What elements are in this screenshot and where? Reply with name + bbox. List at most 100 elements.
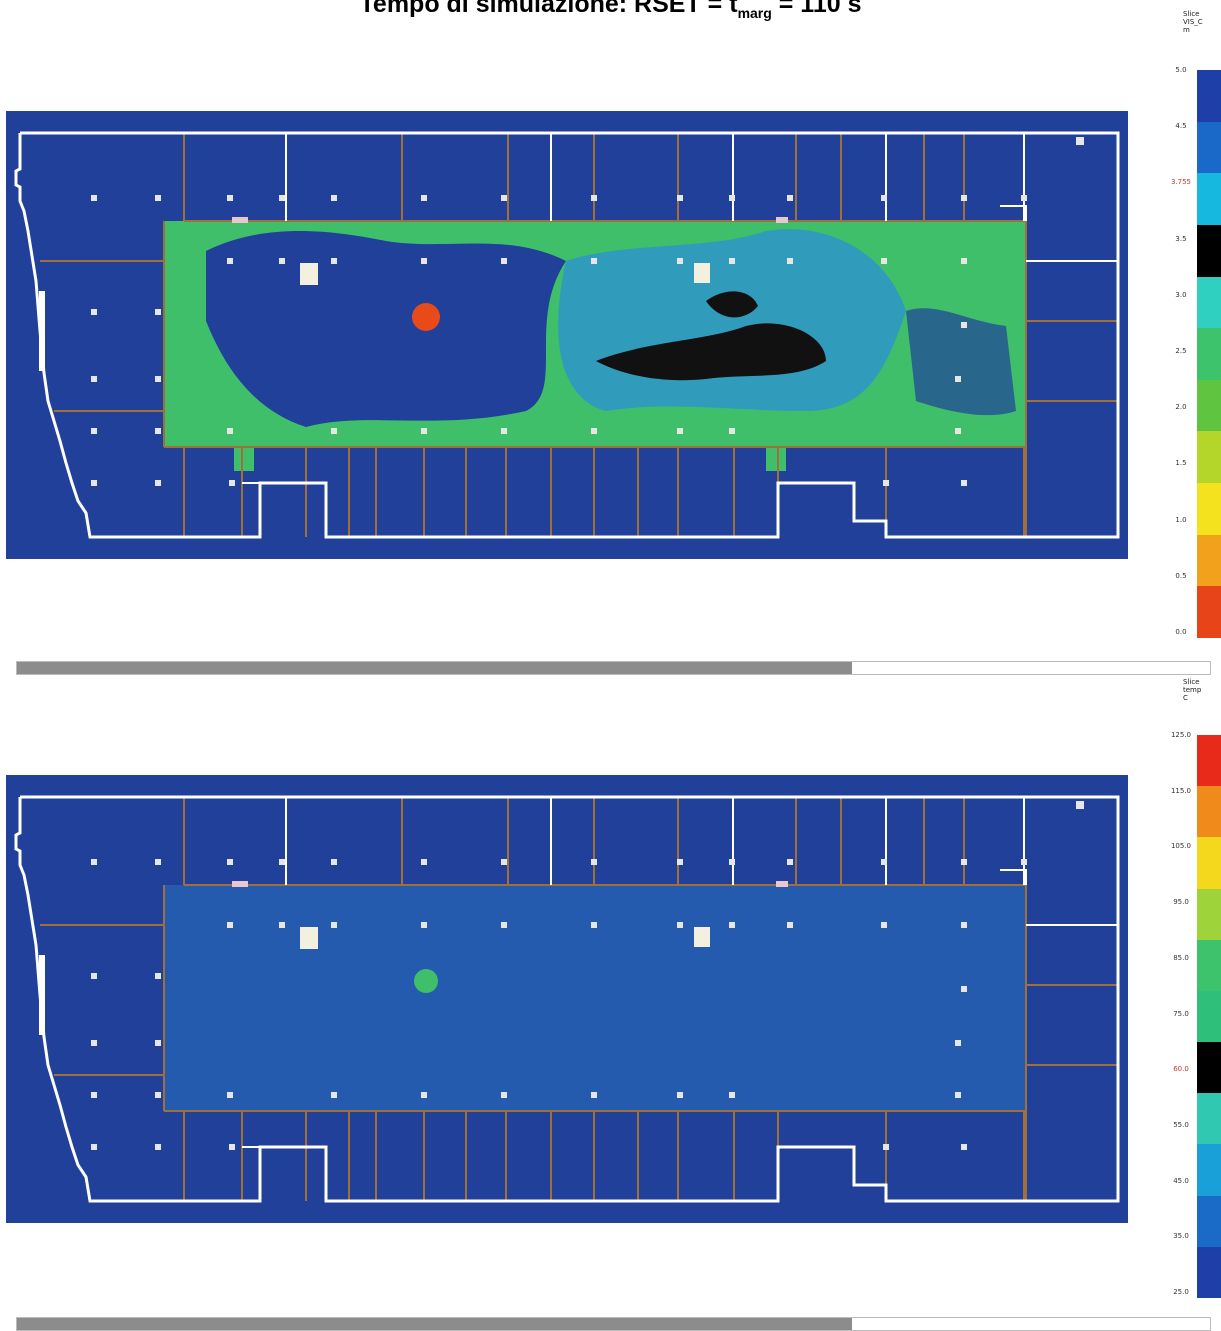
scrollbar-thumb[interactable] [17, 1318, 853, 1330]
column-marker [501, 859, 507, 865]
colorbar-segment [1197, 939, 1221, 992]
visibility-limit-contour [596, 323, 826, 381]
colorbar-segment [1197, 173, 1221, 226]
colorbar-segment [1197, 735, 1221, 788]
column-marker [279, 922, 285, 928]
shaft-marker [694, 263, 710, 283]
visibility-scrollbar[interactable] [16, 661, 1211, 675]
column-marker [227, 428, 233, 434]
warm-layer-zone [164, 885, 1026, 1111]
legend-tick-label: 75.0 [1173, 1009, 1189, 1018]
column-marker [591, 195, 597, 201]
column-marker [155, 309, 161, 315]
legend-tick-label: 115.0 [1170, 786, 1192, 795]
colorbar-segment [1197, 990, 1221, 1044]
legend-tick-label: 25.0 [1173, 1288, 1189, 1296]
colorbar-segment [1197, 431, 1221, 485]
column-marker [91, 973, 97, 979]
colorbar-segment [1197, 1144, 1221, 1197]
column-marker [91, 480, 97, 486]
column-marker [91, 428, 97, 434]
column-marker [591, 428, 597, 434]
colorbar-segment [1197, 276, 1221, 330]
legend-tick-label: 2.0 [1175, 403, 1187, 412]
column-marker [883, 1144, 889, 1150]
column-marker [881, 859, 887, 865]
column-marker [677, 859, 683, 865]
vent-marker [232, 881, 248, 887]
column-marker [331, 195, 337, 201]
legend-tick-label: 55.0 [1173, 1120, 1189, 1129]
column-marker [279, 859, 285, 865]
column-marker [501, 922, 507, 928]
column-marker [421, 195, 427, 201]
legend-tick-label: 1.0 [1175, 515, 1187, 524]
column-marker [229, 1144, 235, 1150]
smoke-zone-cool [558, 229, 906, 411]
legend-header-line: C [1183, 694, 1188, 702]
column-marker [961, 859, 967, 865]
column-marker [881, 922, 887, 928]
column-marker [421, 1092, 427, 1098]
column-marker [955, 428, 961, 434]
column-marker [787, 195, 793, 201]
legend-header-line: VIS_C [1183, 18, 1203, 26]
column-marker [91, 1040, 97, 1046]
colorbar-segment [1197, 786, 1221, 839]
fire-source [412, 303, 440, 331]
legend-tick-label: 4.5 [1175, 122, 1187, 131]
column-marker [729, 859, 735, 865]
column-marker [591, 1092, 597, 1098]
column-marker [331, 922, 337, 928]
legend-tick-label: 3.755 [1170, 178, 1192, 187]
scrollbar-thumb[interactable] [17, 662, 853, 674]
column-marker [1076, 137, 1084, 145]
column-marker [155, 428, 161, 434]
vent-marker [776, 881, 788, 887]
column-marker [91, 309, 97, 315]
visibility-colorbar [1197, 70, 1221, 638]
shaft-marker [300, 263, 318, 285]
column-marker [91, 859, 97, 865]
column-marker [961, 922, 967, 928]
column-marker [331, 258, 337, 264]
colorbar-segment [1197, 70, 1221, 123]
column-marker [883, 480, 889, 486]
column-marker [787, 258, 793, 264]
column-marker [331, 428, 337, 434]
legend-tick-label: 3.5 [1175, 234, 1187, 243]
column-marker [677, 258, 683, 264]
colorbar-segment [1197, 1246, 1221, 1298]
column-marker [591, 258, 597, 264]
temperature-scrollbar[interactable] [16, 1317, 1211, 1331]
column-marker [729, 922, 735, 928]
column-marker [227, 195, 233, 201]
plan-background [6, 775, 1128, 1223]
colorbar-segment [1197, 1042, 1221, 1095]
column-marker [961, 322, 967, 328]
legend-tick-label: 35.0 [1173, 1232, 1189, 1241]
column-marker [501, 258, 507, 264]
column-marker [787, 922, 793, 928]
legend-tick-label: 60.0 [1173, 1065, 1189, 1074]
visibility-limit-contour [706, 291, 758, 318]
column-marker [155, 1144, 161, 1150]
column-marker [421, 859, 427, 865]
visibility-legend-header: Slice VIS_C m [1183, 10, 1219, 34]
column-marker [155, 1040, 161, 1046]
column-marker [677, 195, 683, 201]
outer-wall [14, 131, 1120, 539]
column-marker [787, 859, 793, 865]
column-marker [961, 195, 967, 201]
column-marker [955, 1040, 961, 1046]
visibility-floorplan [6, 111, 1128, 559]
colorbar-segment [1197, 586, 1221, 638]
colorbar-segment [1197, 1093, 1221, 1146]
column-marker [961, 1144, 967, 1150]
column-marker [227, 859, 233, 865]
column-marker [421, 258, 427, 264]
clear-zone [906, 308, 1016, 416]
column-marker [501, 1092, 507, 1098]
column-marker [331, 1092, 337, 1098]
vent-marker [776, 217, 788, 223]
